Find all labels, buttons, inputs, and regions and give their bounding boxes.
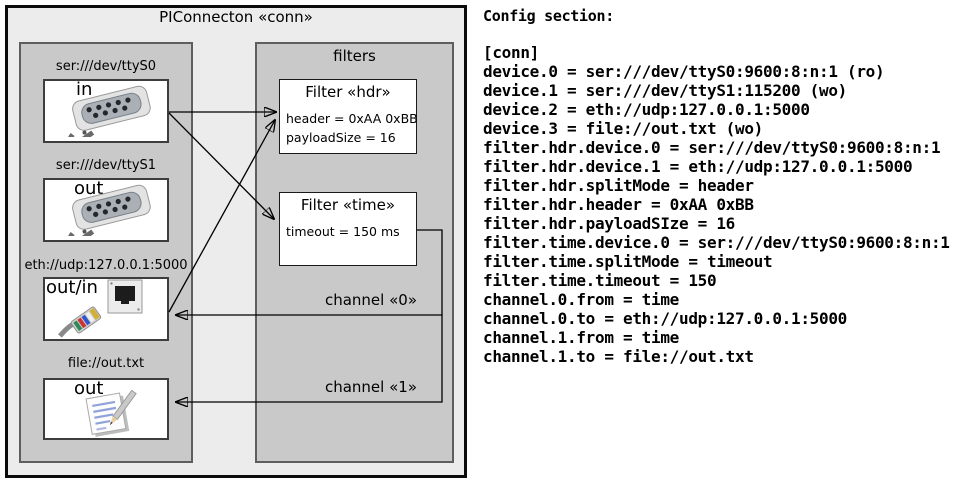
config-line: filter.hdr.device.0 = ser:///dev/ttyS0:9… bbox=[483, 138, 941, 157]
config-line: filter.hdr.device.1 = eth://udp:127.0.0.… bbox=[483, 157, 913, 176]
config-line: channel.1.to = file://out.txt bbox=[483, 347, 754, 366]
device-label-file: file://out.txt bbox=[67, 356, 145, 371]
filter-hdr-props: header = 0xAA 0xBB payloadSize = 16 bbox=[286, 109, 418, 147]
filter-hdr-prop-header: header = 0xAA 0xBB bbox=[286, 111, 418, 126]
config-line: channel.0.to = eth://udp:127.0.0.1:5000 bbox=[483, 309, 847, 328]
config-lines: [conn]device.0 = ser:///dev/ttyS0:9600:8… bbox=[483, 43, 950, 366]
device-port-ttys0: in bbox=[76, 79, 93, 100]
config-line: device.3 = file://out.txt (wo) bbox=[483, 119, 763, 138]
serial-connector-icon bbox=[67, 184, 151, 236]
channel-0-label: channel «0» bbox=[324, 291, 417, 309]
filter-time-props: timeout = 150 ms bbox=[286, 222, 400, 241]
config-section-title: Config section: bbox=[483, 7, 614, 25]
config-line: filter.time.splitMode = timeout bbox=[483, 252, 773, 271]
filter-hdr-prop-payloadsize: payloadSize = 16 bbox=[286, 130, 396, 145]
device-port-ttys1: out bbox=[74, 178, 104, 199]
config-line: filter.time.timeout = 150 bbox=[483, 271, 717, 290]
config-line: filter.hdr.payloadSIze = 16 bbox=[483, 214, 735, 233]
config-line: filter.time.device.0 = ser:///dev/ttyS0:… bbox=[483, 233, 950, 252]
device-port-eth: out/in bbox=[46, 277, 98, 298]
config-line: channel.1.from = time bbox=[483, 328, 679, 347]
diagram-title: PIConnecton «conn» bbox=[159, 8, 313, 26]
config-line: filter.hdr.header = 0xAA 0xBB bbox=[483, 195, 754, 214]
config-line: device.0 = ser:///dev/ttyS0:9600:8:n:1 (… bbox=[483, 62, 885, 81]
filter-box-hdr: Filter «hdr» header = 0xAA 0xBB payloadS… bbox=[279, 79, 418, 154]
config-line: device.1 = ser:///dev/ttyS1:115200 (wo) bbox=[483, 81, 847, 100]
filter-time-title: Filter «time» bbox=[300, 196, 396, 214]
device-port-file: out bbox=[74, 378, 104, 399]
filter-box-time: Filter «time» timeout = 150 ms bbox=[279, 192, 417, 266]
serial-connector-icon bbox=[67, 85, 151, 137]
config-line: device.2 = eth://udp:127.0.0.1:5000 bbox=[483, 100, 810, 119]
config-line: channel.0.from = time bbox=[483, 290, 679, 309]
device-label-ttys0: ser:///dev/ttyS0 bbox=[55, 59, 157, 74]
device-label-eth: eth://udp:127.0.0.1:5000 bbox=[24, 258, 188, 273]
filters-panel-title: filters bbox=[333, 47, 376, 65]
ethernet-connector-icon bbox=[58, 279, 143, 338]
filter-hdr-title: Filter «hdr» bbox=[305, 83, 391, 101]
filter-time-prop-timeout: timeout = 150 ms bbox=[286, 224, 400, 239]
config-line: [conn] bbox=[483, 43, 539, 62]
notepad-icon bbox=[85, 390, 137, 437]
channel-1-label: channel «1» bbox=[324, 378, 417, 396]
device-label-ttys1: ser:///dev/ttyS1 bbox=[55, 158, 157, 173]
config-line: filter.hdr.splitMode = header bbox=[483, 176, 754, 195]
